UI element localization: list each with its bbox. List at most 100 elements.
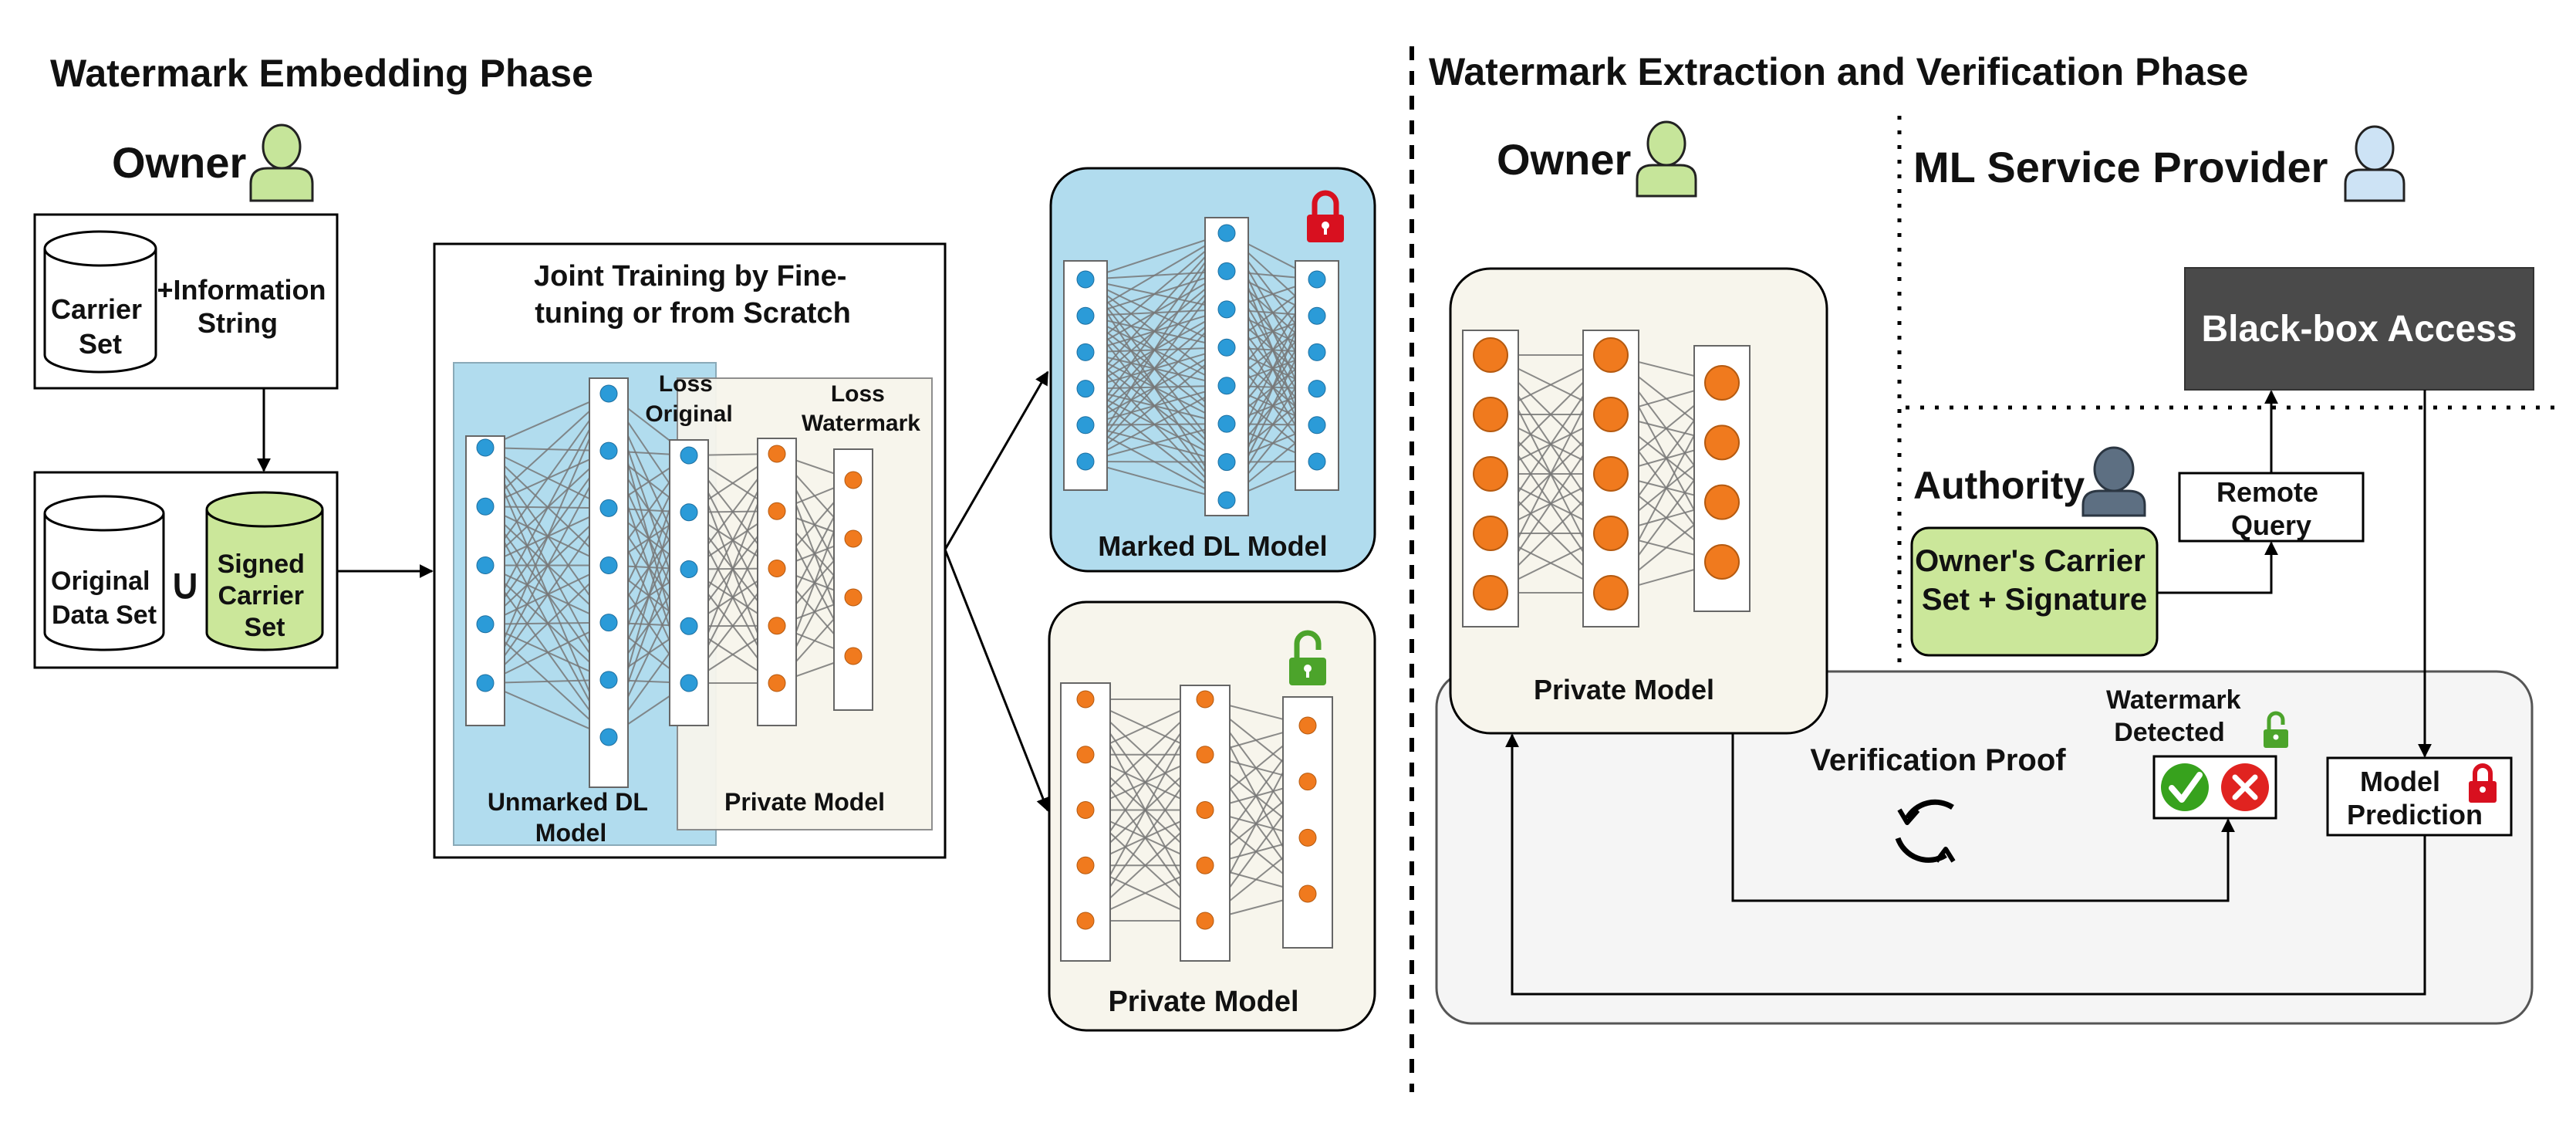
connection [484,450,609,684]
network-node [1704,544,1740,580]
unlock-icon-small [2264,711,2288,748]
network-node [768,502,786,520]
marked-model-label: Marked DL Model [1098,530,1327,562]
refresh-icon [1895,799,1956,863]
lock-icon [1307,190,1344,242]
network-node [680,446,698,465]
owners-carrier-label-2: Set + Signature [1922,583,2147,617]
network-node [1217,377,1236,395]
layer-box [1282,696,1333,949]
verification-proof-label: Verification Proof [1810,743,2066,777]
ml-service-provider-label: ML Service Provider [1913,143,2328,191]
union-symbol: ∪ [170,561,201,607]
svg-text:Original Data Set: Original Data Set [51,567,157,630]
signed-carrier-set-label-3: Set [245,613,285,642]
information-string-label: +Information [157,274,326,306]
network-node [1308,416,1326,435]
network-node [1593,456,1629,492]
network-node [1308,343,1326,361]
network-node [1217,262,1236,280]
network-node [1704,425,1740,461]
network-node [1196,690,1214,709]
remote-query-label-2: Query [2231,509,2311,541]
connection [484,447,609,567]
network-node [1076,416,1095,435]
unmarked-model-label: Unmarked DL [488,788,648,816]
check-icon [2161,763,2209,811]
network-node [1298,716,1317,735]
connection [484,393,609,684]
network-node [1217,414,1236,433]
connection [1085,232,1227,462]
network-node [599,671,618,689]
network-node [476,556,495,574]
network-node [599,384,618,403]
network-node [1076,856,1095,874]
network-node [1076,343,1095,361]
network-node [1473,397,1508,432]
svg-text:Signed Carrier Set: Signed Carrier Set [218,550,312,642]
network-node [1298,828,1317,847]
private-network-extraction [1462,330,1751,627]
signed-carrier-set-database-icon [205,491,324,651]
network-node [1704,365,1740,401]
connection [1085,232,1227,280]
network-node [1298,885,1317,903]
network-node [476,438,495,457]
network-node [844,588,863,607]
original-data-set-label-2: Data Set [52,600,157,630]
connection [1085,347,1227,462]
network-node [1076,452,1095,471]
lock-icon-small [2469,763,2497,803]
owner-label-extraction: Owner [1497,135,1631,184]
joint-training-title-2: tuning or from Scratch [535,297,851,330]
network-node [768,674,786,692]
provider-person-icon [2344,125,2406,202]
svg-text:Remote Query: Remote Query [2216,476,2326,541]
network-node [1076,746,1095,764]
network-node [1076,801,1095,819]
connection [1085,232,1227,317]
network-node [1196,912,1214,930]
connection [1085,232,1227,353]
network-node [1076,270,1095,289]
unmarked-model-label-2: Model [535,819,606,847]
network-node [844,471,863,489]
extraction-phase-title: Watermark Extraction and Verification Ph… [1429,50,2248,93]
carrier-set-label-2: Set [79,328,122,360]
network-node [1076,380,1095,398]
remote-query-box [2178,472,2365,543]
network-node [1217,491,1236,509]
network-node [1217,338,1236,357]
network-node [680,503,698,522]
original-data-set-label: Original [51,567,150,596]
connection [1085,315,1227,349]
watermark-detected-label: Watermark [2106,685,2241,715]
embedding-phase-title: Watermark Embedding Phase [50,52,593,95]
network-node [1593,516,1629,551]
network-node [768,445,786,463]
svg-text:Carrier Set: Carrier Set [51,293,150,360]
authority-person-icon [2081,446,2146,517]
connection [1085,270,1227,462]
black-box-access-box [2184,267,2534,391]
connection [1085,387,1227,501]
original-data-set-database-icon [43,495,165,651]
connection [1085,309,1227,462]
layer-box [1204,217,1249,516]
network-node [1473,456,1508,492]
network-node [680,674,698,692]
network-nodes [1076,690,1317,930]
network-node [1593,397,1629,432]
network-node [768,617,786,635]
arrow-to-private-model [944,549,1050,812]
arrow-prediction-to-private-model [1505,733,2426,996]
connection [484,678,609,684]
network-node [1196,801,1214,819]
connection [1085,461,1227,501]
network-node [1308,452,1326,471]
svg-text:+Information String: +Information String [157,274,333,339]
network-node [1076,912,1095,930]
connection [484,682,609,738]
